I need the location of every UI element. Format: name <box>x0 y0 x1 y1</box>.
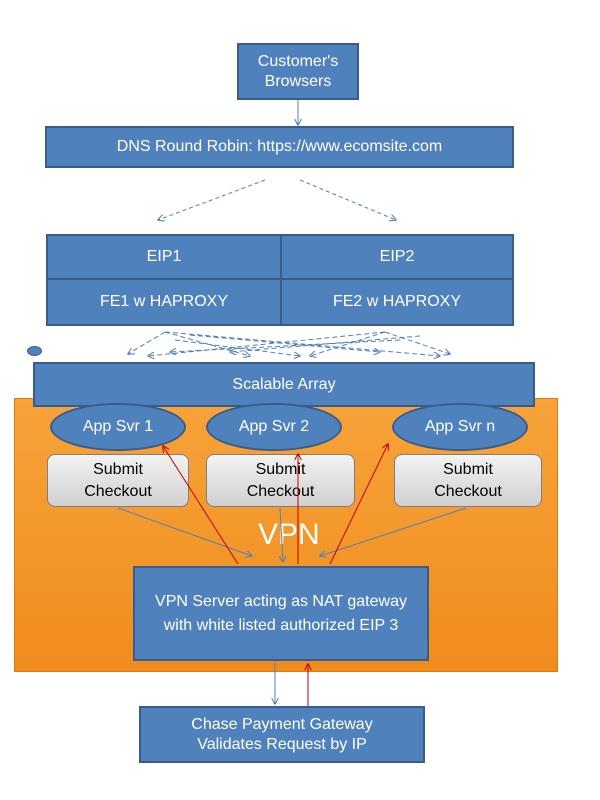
customers-browsers-node: Customer's Browsers <box>237 43 359 100</box>
arrow-checkoutn-vpn <box>320 507 467 556</box>
submit-checkout-n: Submit Checkout <box>394 454 542 507</box>
vpn-server-node: VPN Server acting as NAT gateway with wh… <box>133 566 429 661</box>
arrow-vpn-appsvr1 <box>163 446 239 565</box>
small-dot-marker <box>27 346 42 356</box>
arrow-dns-eip1 <box>158 179 266 220</box>
arrow-checkout2-vpn <box>280 507 283 562</box>
app-svr-2-node: App Svr 2 <box>206 403 342 451</box>
payment-gateway-node: Chase Payment Gateway Validates Request … <box>139 706 425 763</box>
app-svr-1-node: App Svr 1 <box>50 403 186 451</box>
eip2-node: EIP2 <box>280 234 514 280</box>
dns-round-robin-node: DNS Round Robin: https://www.ecomsite.co… <box>45 126 514 168</box>
submit-checkout-1: Submit Checkout <box>47 454 189 507</box>
fe1-haproxy-node: FE1 w HAPROXY <box>46 278 282 326</box>
arrow-checkout1-vpn <box>117 507 252 556</box>
fe-mesh-arrows <box>128 331 450 356</box>
fe2-haproxy-node: FE2 w HAPROXY <box>280 278 514 326</box>
vpn-label: VPN <box>258 518 320 551</box>
submit-checkout-2: Submit Checkout <box>206 454 355 507</box>
arrow-vpn-appsvrn <box>329 444 388 565</box>
arrow-dns-eip2 <box>299 179 396 220</box>
app-svr-n-node: App Svr n <box>392 403 528 451</box>
